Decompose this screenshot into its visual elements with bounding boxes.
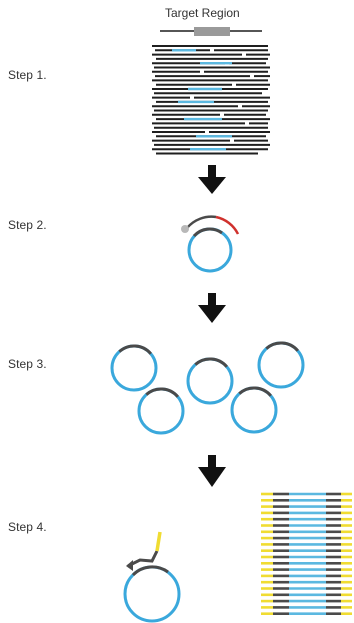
step-4-label: Step 4. [8, 520, 47, 534]
adapter-yellow [155, 531, 162, 552]
step-1-label: Step 1. [8, 68, 47, 82]
circle-dark-segment [131, 565, 169, 577]
down-arrow-icon [198, 293, 226, 323]
probe-dark-arm [186, 215, 217, 229]
step-4-circle-adapter [123, 531, 181, 623]
step-3-label: Step 3. [8, 357, 47, 371]
down-arrow-icon [198, 455, 226, 487]
circle-dark-segment [194, 357, 228, 368]
down-arrow-icon [198, 165, 226, 194]
target-region-label: Target Region [165, 6, 240, 20]
probe-tip [181, 225, 189, 233]
step-2-label: Step 2. [8, 218, 47, 232]
adapter-stem [127, 550, 159, 568]
step-2-circle-probe [181, 215, 240, 273]
target-region-bar [194, 27, 230, 36]
circle-dark-segment [145, 387, 179, 398]
sequencing-reads [261, 492, 352, 616]
target-region-header [160, 27, 262, 36]
circle-dark-segment [192, 227, 223, 238]
adapter-arrowhead [126, 560, 133, 571]
circle-dark-segment [118, 344, 152, 355]
circle-icon [123, 565, 181, 623]
probe-red-arm [215, 215, 240, 235]
circle-dark-segment [238, 386, 272, 397]
dna-fragment-stack [152, 45, 270, 155]
circle-dark-segment [265, 341, 299, 352]
step-3-circles [110, 341, 305, 435]
